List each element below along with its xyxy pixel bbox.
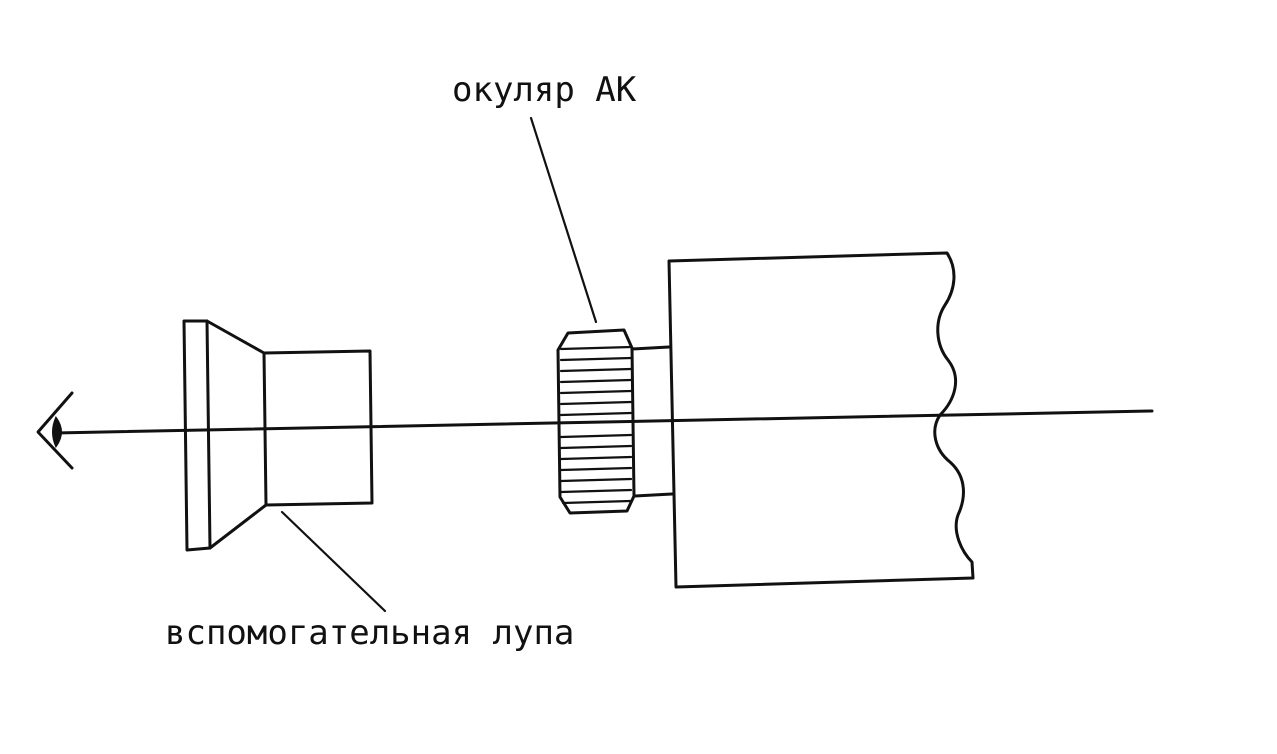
loupe-barrel (262, 349, 374, 507)
loupe-front-plate (182, 319, 212, 552)
eyepiece-connector (630, 345, 674, 498)
knurl-lines (559, 345, 633, 505)
eyepiece-ak (556, 328, 674, 515)
eyepiece-leader-line (529, 116, 598, 324)
eyepiece-knurled-ring (556, 328, 636, 515)
eyepiece-label: окуляр АК (452, 70, 637, 110)
loupe-label: вспомогательная лупа (165, 613, 575, 653)
loupe-leader-line (280, 510, 387, 613)
optical-axis (53, 409, 1154, 435)
loupe-cone (205, 319, 268, 550)
auxiliary-loupe (182, 319, 374, 552)
instrument-body (667, 251, 975, 589)
eye-icon (36, 391, 74, 470)
